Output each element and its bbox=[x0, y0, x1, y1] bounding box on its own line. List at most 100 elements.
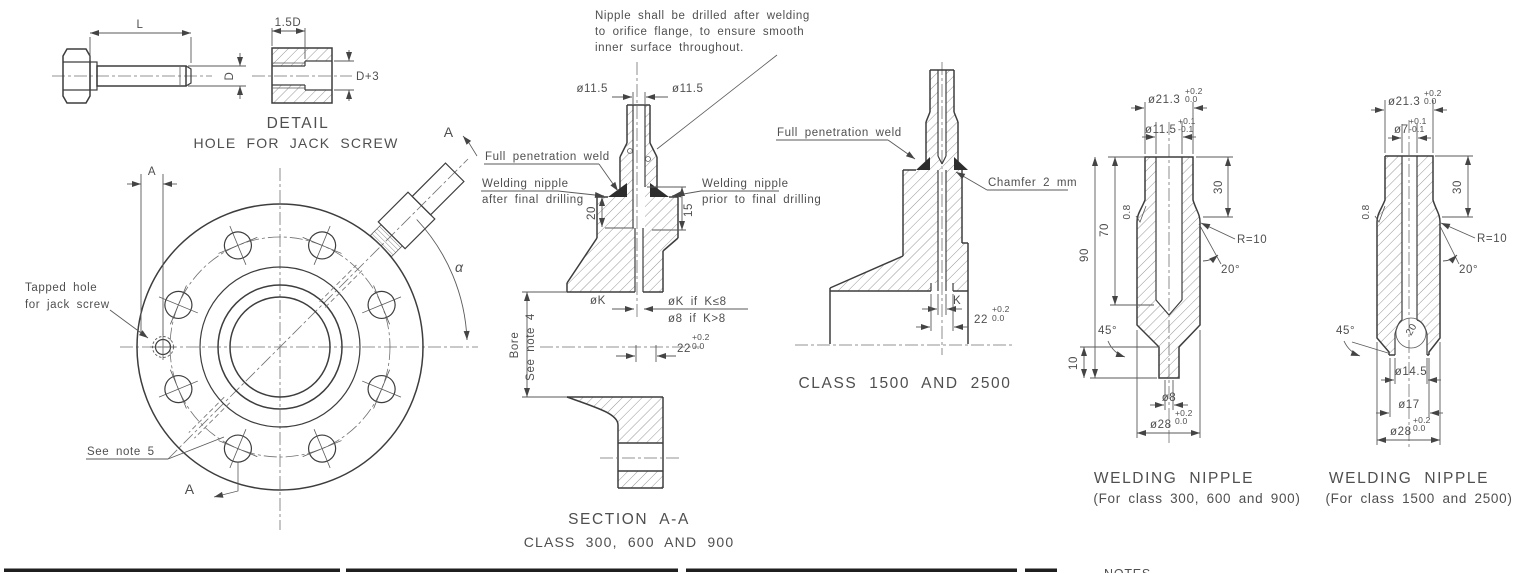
full-penetration-weld-label: Full penetration weld bbox=[485, 151, 610, 163]
flange-front-view: α A Tapped hole for jack screw See note … bbox=[25, 124, 478, 530]
tapped-hole-note-line2: for jack screw bbox=[25, 299, 110, 311]
bolt-hole bbox=[218, 429, 258, 469]
welding-nipple-high-figure: 20 ø21.3 +0.2 0.0 ø7 +0.1 -0.1 30 R=10 2… bbox=[1325, 88, 1512, 506]
nipple-low-dia-8: ø8 bbox=[1162, 392, 1177, 404]
alpha-angle-label: α bbox=[455, 259, 464, 275]
section-a-label-bottom: A bbox=[185, 481, 196, 497]
nipple-high-od-tol-bot: 0.0 bbox=[1424, 96, 1436, 106]
bolt-hole bbox=[158, 369, 198, 409]
nipple-low-radius-label: R=10 bbox=[1237, 234, 1267, 246]
detail-title: DETAIL bbox=[267, 115, 330, 132]
nipple-low-od-label: ø21.3 bbox=[1148, 94, 1180, 106]
welding-nipple-prior-line2: prior to final drilling bbox=[702, 194, 821, 206]
nipple-high-bore-tol-top: +0.1 bbox=[1409, 116, 1427, 126]
nipple-low-28-tol-bot: 0.0 bbox=[1175, 416, 1187, 426]
nipple-low-28-tol-top: +0.2 bbox=[1175, 408, 1193, 418]
nipple-high-dia-145: ø14.5 bbox=[1395, 366, 1427, 378]
hole-clearance-label: D+3 bbox=[356, 71, 379, 83]
nipple-low-subtitle: (For class 300, 600 and 900) bbox=[1093, 491, 1300, 506]
nipple-high-title: WELDING NIPPLE bbox=[1329, 470, 1489, 487]
nipple-low-title: WELDING NIPPLE bbox=[1094, 470, 1254, 487]
nipple-low-angle-20: 20° bbox=[1221, 264, 1240, 276]
bolt-hole bbox=[302, 429, 342, 469]
footer-table: NOTES bbox=[4, 567, 1151, 573]
nipple-low-bore-label: ø11.5 bbox=[1145, 124, 1177, 136]
welding-nipple-prior-line1: Welding nipple bbox=[702, 178, 789, 190]
class-1500-2500-figure: Full penetration weld Chamfer 2 mm K 22 … bbox=[776, 62, 1077, 392]
tol-22-top: +0.2 bbox=[692, 332, 710, 342]
welding-nipple-after-line1: Welding nipple bbox=[482, 178, 569, 190]
tol-22-bot-high: 0.0 bbox=[992, 313, 1004, 323]
full-penetration-weld-label-high: Full penetration weld bbox=[777, 127, 902, 139]
bolt-detail-figure: L D 1.5D D+3 DETAIL HOLE FOR JACK SCREW bbox=[52, 17, 398, 151]
nipple-bore-dia-right: ø11.5 bbox=[672, 83, 704, 95]
bore-label: Bore bbox=[509, 332, 521, 359]
dim-a-label: A bbox=[148, 166, 156, 178]
nipple-low-bore-tol-top: +0.1 bbox=[1178, 116, 1196, 126]
nipple-low-dim-90: 90 bbox=[1079, 248, 1091, 262]
nipple-high-dia-17: ø17 bbox=[1398, 399, 1420, 411]
dim-20-label: 20 bbox=[586, 206, 598, 220]
nipple-bore-dia-left: ø11.5 bbox=[576, 83, 608, 95]
bolt-hole bbox=[362, 285, 402, 325]
section-aa-figure: Nipple shall be drilled after welding to… bbox=[481, 10, 821, 550]
section-aa-subtitle: CLASS 300, 600 AND 900 bbox=[524, 534, 735, 550]
tol-22-top-high: +0.2 bbox=[992, 304, 1010, 314]
bolt-hole bbox=[218, 225, 258, 265]
nipple-high-bore-label: ø7 bbox=[1394, 124, 1409, 136]
nipple-high-28-tol-bot: 0.0 bbox=[1413, 423, 1425, 433]
section-aa-title: SECTION A-A bbox=[568, 511, 690, 528]
drill-note-line3: inner surface throughout. bbox=[595, 42, 744, 54]
bolt-hole bbox=[158, 285, 198, 325]
nipple-high-dim-30: 30 bbox=[1452, 180, 1464, 194]
nipple-high-28-tol-top: +0.2 bbox=[1413, 415, 1431, 425]
section-a-label-top: A bbox=[444, 124, 455, 140]
nipple-low-od-tol-bot: 0.0 bbox=[1185, 94, 1197, 104]
nipple-low-angle-45: 45° bbox=[1098, 325, 1117, 337]
bolt-hole bbox=[362, 369, 402, 409]
detail-subtitle: HOLE FOR JACK SCREW bbox=[193, 135, 398, 151]
k-rule-1: øK if K≤8 bbox=[668, 296, 727, 308]
dim-22-label-high: 22 bbox=[974, 314, 988, 326]
nipple-high-finish-label: 0.8 bbox=[1361, 204, 1372, 219]
nipple-low-dim-70: 70 bbox=[1099, 223, 1111, 237]
welding-nipple-after-line2: after final drilling bbox=[482, 194, 584, 206]
thread-depth-label: 1.5D bbox=[275, 17, 302, 29]
bore-note-label: See note 4 bbox=[525, 313, 537, 381]
drill-note-line1: Nipple shall be drilled after welding bbox=[595, 10, 810, 22]
nipple-high-dia-28: ø28 bbox=[1390, 426, 1412, 438]
tapped-jack-screw-hole bbox=[150, 334, 176, 360]
notes-heading: NOTES bbox=[1104, 567, 1151, 573]
class-1500-2500-title: CLASS 1500 AND 2500 bbox=[799, 375, 1012, 392]
nipple-low-bore-tol-bot: -0.1 bbox=[1178, 124, 1194, 134]
nipple-low-dim-30: 30 bbox=[1213, 180, 1225, 194]
nipple-high-od-label: ø21.3 bbox=[1388, 96, 1420, 108]
bolt-diameter-label: D bbox=[224, 72, 236, 81]
see-note-5-label: See note 5 bbox=[87, 446, 155, 458]
nipple-high-sphere-label: 20 bbox=[1404, 322, 1420, 338]
nipple-high-subtitle: (For class 1500 and 2500) bbox=[1325, 491, 1512, 506]
table-border-segment bbox=[4, 568, 340, 572]
bolt-length-label: L bbox=[137, 19, 144, 31]
k-rule-2: ø8 if K>8 bbox=[668, 313, 726, 325]
bolt-hole bbox=[302, 225, 342, 265]
dia-k-label: øK bbox=[590, 295, 606, 307]
nipple-high-angle-45: 45° bbox=[1336, 325, 1355, 337]
table-border-segment bbox=[346, 568, 678, 572]
table-border-segment bbox=[1025, 568, 1057, 572]
tol-22-bot: 0.0 bbox=[692, 341, 704, 351]
nipple-high-bore-tol-bot: -0.1 bbox=[1409, 124, 1425, 134]
nipple-high-od-tol-top: +0.2 bbox=[1424, 88, 1442, 98]
welding-nipple-low-figure: ø21.3 +0.2 0.0 ø11.5 +0.1 -0.1 30 R=10 2… bbox=[1068, 86, 1300, 506]
dim-15-label: 15 bbox=[683, 203, 695, 217]
table-border-segment bbox=[686, 568, 1017, 572]
dim-22-label: 22 bbox=[677, 343, 691, 355]
nipple-low-od-tol-top: +0.2 bbox=[1185, 86, 1203, 96]
dim-k-label: K bbox=[953, 295, 961, 307]
drill-note-line2: to orifice flange, to ensure smooth bbox=[595, 26, 804, 38]
nipple-high-angle-20: 20° bbox=[1459, 264, 1478, 276]
nipple-high-radius-label: R=10 bbox=[1477, 233, 1507, 245]
nipple-low-dia-28: ø28 bbox=[1150, 419, 1172, 431]
